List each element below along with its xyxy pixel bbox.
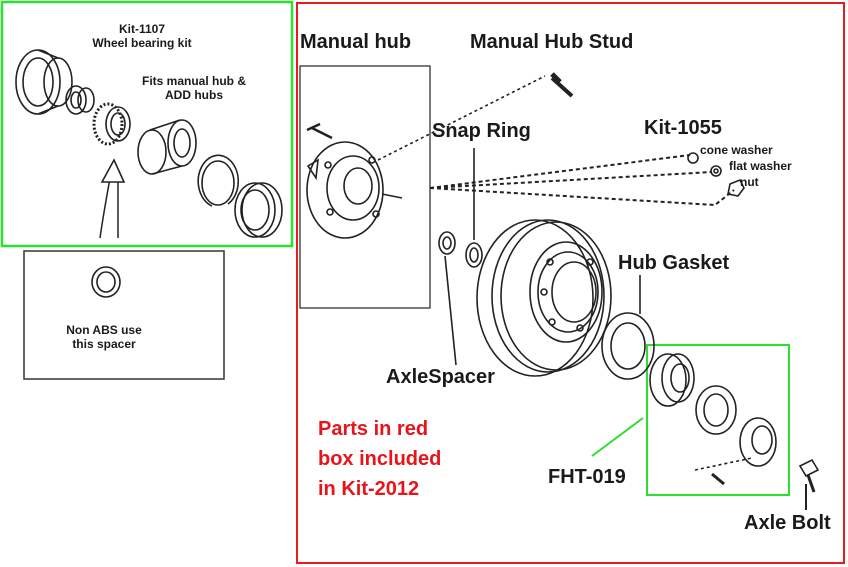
manual-hub-stud-label: Manual Hub Stud — [470, 31, 634, 53]
manual-hub-box — [299, 65, 431, 309]
axle-spacer-part — [438, 231, 456, 255]
manual-hub-part — [306, 122, 403, 239]
flat-washer-label: flat washer — [729, 159, 792, 173]
kit-1107-title-line2: Wheel bearing kit — [92, 36, 192, 50]
axle-spacer-leader — [444, 255, 457, 366]
kit-1107-fits-line2: ADD hubs — [165, 88, 223, 102]
kit-2012-note-line1: Parts in red — [318, 418, 429, 440]
flat-washer-part — [710, 165, 722, 177]
fht-019-leader — [591, 417, 644, 457]
spacer-note-line1: Non ABS use — [66, 323, 142, 337]
kit-1055-label: Kit-1055 — [644, 117, 722, 139]
kit-2012-red-box — [296, 2, 845, 564]
kit-1107-fits-text: Fits manual hub & ADD hubs — [132, 74, 256, 102]
stud-leader-line — [377, 75, 546, 161]
manual-hub-stud-part — [550, 72, 574, 98]
hub-gasket-label: Hub Gasket — [618, 252, 730, 274]
brake-rotor-part — [476, 219, 612, 377]
snap-ring-label: Snap Ring — [432, 120, 531, 142]
bearing-seal-large — [15, 49, 73, 115]
snap-ring-part — [465, 242, 483, 268]
roller-bearing — [92, 102, 131, 146]
kit-1107-fits-line1: Fits manual hub & — [141, 74, 246, 88]
axle-bolt-label: Axle Bolt — [744, 512, 831, 534]
hub-gasket-part — [601, 312, 655, 380]
bearing-race-cylinder — [137, 119, 197, 175]
manual-hub-label: Manual hub — [300, 31, 412, 53]
kit-2012-note: Parts in red box included in Kit-2012 — [318, 414, 478, 504]
non-abs-spacer — [91, 266, 121, 298]
cone-washer-part — [687, 152, 699, 164]
kit-1107-box — [0, 0, 294, 248]
spacer-note: Non ABS use this spacer — [44, 323, 164, 351]
axle-spacer-label: AxleSpacer — [386, 366, 495, 388]
bearing-snap-ring — [197, 154, 240, 207]
axle-bolt-part — [798, 458, 820, 493]
fht-019-label: FHT-019 — [548, 466, 626, 488]
nut-part — [727, 178, 745, 197]
fht-019-cap — [739, 417, 777, 467]
kit-1107-title-line1: Kit-1107 — [118, 22, 166, 36]
fht-019-ring — [695, 385, 737, 435]
arrow-up-icon — [99, 158, 126, 239]
cone-washer-label: cone washer — [700, 143, 773, 157]
spacer-note-line2: this spacer — [72, 337, 136, 351]
kit-2012-note-line2: box included — [318, 448, 442, 470]
spacer-box — [23, 250, 225, 380]
kit-2012-note-line3: in Kit-2012 — [318, 478, 420, 500]
kit-1107-title: Kit-1107 Wheel bearing kit — [82, 22, 202, 50]
fht-019-box — [646, 344, 790, 496]
fht-019-small-bolt — [711, 472, 725, 486]
nut-label: nut — [740, 175, 759, 189]
fht-019-bolt-line — [694, 457, 753, 471]
fht-019-hub-lock — [649, 353, 695, 407]
bearing-cone-small — [65, 85, 95, 115]
bearing-seal-outer — [234, 182, 283, 238]
washer-leader-lines — [429, 154, 735, 207]
